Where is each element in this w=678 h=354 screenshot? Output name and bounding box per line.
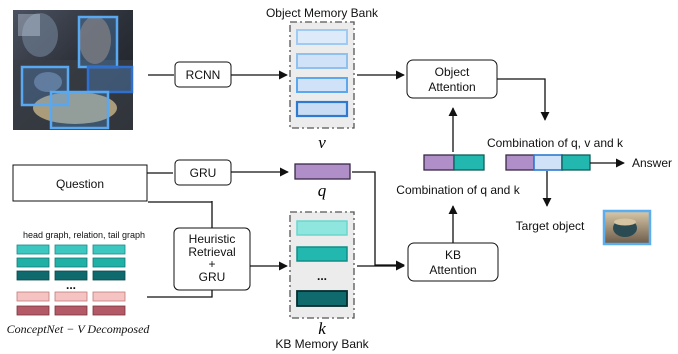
detection-box [49, 90, 110, 130]
heuristic-label-4: GRU [199, 270, 226, 284]
graph-triplets [16, 244, 126, 316]
combo-qvk-v [533, 154, 563, 171]
combination-qvk-label: Combination of q, v and k [487, 136, 624, 150]
heuristic-label-1: Heuristic [189, 232, 236, 246]
gru-label: GRU [190, 166, 217, 180]
target-object-image [602, 209, 652, 246]
combo-qvk-k [561, 154, 591, 171]
kb-ellipsis: ... [317, 269, 327, 283]
object-slot [296, 29, 348, 45]
question-label: Question [56, 177, 104, 191]
graph-caption: ConceptNet − V Decomposed [7, 322, 151, 336]
combo-qk-k [453, 154, 485, 171]
rcnn-label: RCNN [186, 68, 221, 82]
detection-box [20, 65, 70, 107]
object-memory-bank-title: Object Memory Bank [266, 6, 379, 20]
k-symbol: k [318, 319, 326, 338]
q-symbol: q [318, 181, 327, 200]
combo-qk-q [423, 154, 455, 171]
object-attention-label-2: Attention [428, 80, 475, 94]
kb-memory-bank-title: KB Memory Bank [275, 337, 369, 351]
target-object-label: Target object [516, 219, 585, 233]
kb-slot [296, 220, 348, 236]
detection-box [77, 15, 119, 69]
graph-header: head graph, relation, tail graph [23, 230, 145, 240]
object-slot [295, 100, 349, 118]
kb-attention-label-2: Attention [429, 263, 476, 277]
graph-ellipsis: ... [66, 278, 76, 292]
question-box [12, 164, 148, 202]
answer-label: Answer [632, 156, 672, 170]
q-vector [294, 163, 351, 180]
kb-attention-label-1: KB [445, 248, 461, 262]
heuristic-label-3: + [208, 257, 215, 271]
object-slot [296, 53, 348, 69]
combination-qk-label: Combination of q and k [396, 183, 520, 197]
combo-qvk-q [505, 154, 535, 171]
object-slot [296, 77, 348, 93]
heuristic-label-2: Retrieval [188, 245, 235, 259]
detection-box [86, 65, 134, 94]
object-attention-label-1: Object [435, 65, 470, 79]
kb-slot [296, 246, 348, 262]
kb-slot [296, 290, 348, 307]
heuristic-retrieval-box [173, 227, 251, 291]
input-image [13, 10, 134, 130]
v-symbol: v [318, 133, 326, 152]
